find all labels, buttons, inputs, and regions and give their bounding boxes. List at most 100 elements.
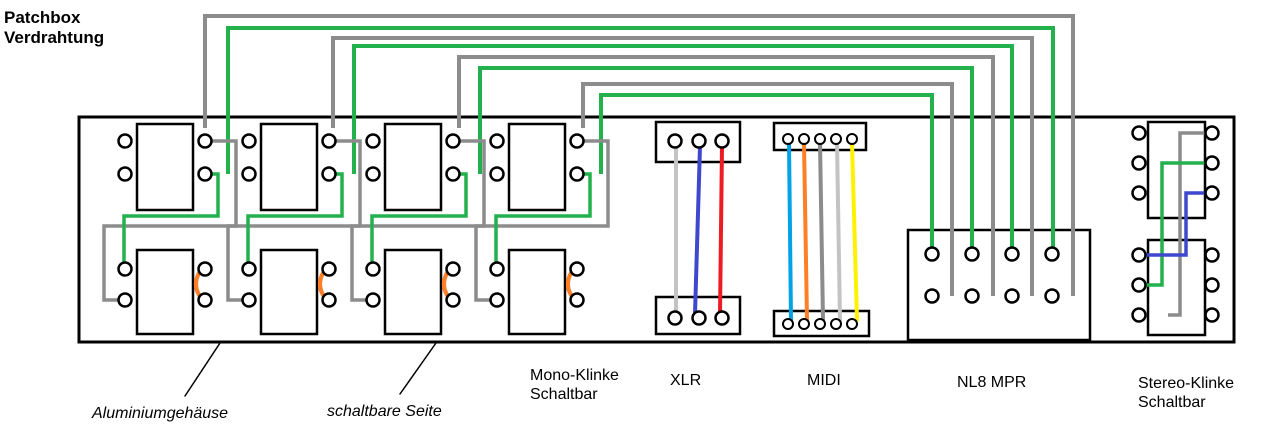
pointer-line-housing <box>184 342 221 397</box>
mono-jack-4-upper-pin-right-bottom <box>569 166 585 182</box>
wire-green-overhead-2 <box>352 44 1014 254</box>
wire-gray-jumper-2 <box>226 139 362 302</box>
midi-top-pin-3 <box>814 133 826 145</box>
mono-jack-3-lower-pin-right-top <box>445 261 461 277</box>
stereo-jack-lower-pin-right-1 <box>1204 247 1220 263</box>
pointer-line-switchable-side <box>399 342 437 395</box>
wire-gray-jumper-1 <box>102 139 238 302</box>
wire-gray-jumper-4 <box>474 139 610 302</box>
wire-green-jumper-3 <box>370 172 468 262</box>
wire-midi-light-blue <box>787 141 793 322</box>
stereo-jack-upper-pin-right-1 <box>1204 125 1220 141</box>
pointer-lines-group <box>184 342 437 397</box>
mono-jack-3-upper-body <box>383 122 443 212</box>
xlr-connector-bottom <box>654 295 742 336</box>
annotation-housing: Aluminiumgehäuse <box>92 405 229 422</box>
stereo-jack-upper-body <box>1146 120 1207 220</box>
pins-group <box>117 125 1220 330</box>
nl8-pin-bottom-4 <box>1044 288 1060 304</box>
label-stereo-jack-line-2: Schaltbar <box>1138 394 1206 411</box>
wires-group <box>102 14 1207 322</box>
mono-jack-1-lower-pin-right-bottom <box>197 292 213 308</box>
mono-jack-4-upper-pin-left-bottom <box>489 166 505 182</box>
mono-jack-3-lower-pin-left-bottom <box>365 292 381 308</box>
wire-green-overhead-4 <box>599 93 934 254</box>
mono-jack-1-lower-body <box>135 248 195 336</box>
stereo-jack-upper-pin-right-2 <box>1204 155 1220 171</box>
annotation-switchable-side: schaltbare Seite <box>327 403 442 420</box>
mono-jack-2-lower-pin-left-top <box>241 261 257 277</box>
midi-bottom-pin-3 <box>814 318 826 330</box>
midi-top-pin-1 <box>782 133 794 145</box>
mono-jack-4-upper-pin-right-top <box>569 133 585 149</box>
mono-jack-1-upper-pin-left-bottom <box>117 166 133 182</box>
midi-top-pin-5 <box>846 133 858 145</box>
components-group <box>135 120 1207 342</box>
wire-xlr-blue <box>693 144 702 316</box>
wire-gray-overhead-2 <box>331 36 1034 296</box>
mono-jack-2-upper-body <box>259 122 319 212</box>
wire-stereo-blue <box>1143 191 1207 257</box>
xlr-bottom-pin-2 <box>691 310 707 326</box>
stereo-jack-lower-pin-left-3 <box>1131 307 1147 323</box>
nl8-pin-top-4 <box>1044 246 1060 262</box>
label-nl8: NL8 MPR <box>957 374 1027 391</box>
xlr-bottom-pin-1 <box>667 310 683 326</box>
stereo-jack-upper-pin-left-2 <box>1131 155 1147 171</box>
wire-xlr-red <box>718 144 724 316</box>
wire-green-jumper-2 <box>246 172 344 262</box>
mono-jack-3-upper-pin-right-bottom <box>445 166 461 182</box>
mono-jack-2-upper-pin-left-top <box>241 133 257 149</box>
xlr-top-pin-1 <box>667 133 683 149</box>
midi-top-pin-4 <box>830 133 842 145</box>
label-stereo-jack-line-1: Stereo-Klinke <box>1138 375 1235 392</box>
wire-stereo-gray <box>1168 131 1207 317</box>
wire-stereo-green <box>1143 161 1207 287</box>
label-xlr: XLR <box>670 372 702 389</box>
stereo-jack-lower-pin-left-1 <box>1131 247 1147 263</box>
mono-jack-1-lower-pin-left-bottom <box>117 292 133 308</box>
stereo-jack-upper-pin-left-3 <box>1131 185 1147 201</box>
aluminium-housing <box>77 115 1236 344</box>
mono-jack-3-upper-pin-left-top <box>365 133 381 149</box>
midi-bottom-pin-4 <box>830 318 842 330</box>
mono-jack-2-upper-pin-right-bottom <box>321 166 337 182</box>
nl8-pin-bottom-2 <box>964 288 980 304</box>
wire-midi-yellow <box>850 141 859 322</box>
xlr-top-pin-2 <box>691 133 707 149</box>
mono-jack-2-upper-pin-left-bottom <box>241 166 257 182</box>
nl8-connector-body <box>906 228 1092 342</box>
wire-midi-gray <box>818 141 825 322</box>
label-mono-jack-line-2: Schaltbar <box>530 386 598 403</box>
mono-jack-1-upper-pin-right-bottom <box>197 166 213 182</box>
label-stereo-jack: Stereo-Klinke Schaltbar <box>1138 374 1234 412</box>
wire-gray-overhead-1 <box>203 14 1075 296</box>
xlr-top-pin-3 <box>714 133 730 149</box>
mono-jack-4-lower-pin-left-top <box>489 261 505 277</box>
wire-green-jumper-1 <box>122 172 220 262</box>
stereo-jack-lower-pin-right-2 <box>1204 277 1220 293</box>
mono-jack-1-upper-pin-left-top <box>117 133 133 149</box>
midi-top-pin-2 <box>798 133 810 145</box>
mono-jack-4-lower-body <box>507 248 567 336</box>
mono-jack-4-lower-pin-right-bottom <box>569 292 585 308</box>
wire-green-jumper-4 <box>494 172 592 262</box>
mono-jack-4-lower-pin-left-bottom <box>489 292 505 308</box>
mono-jack-1-upper-body <box>135 122 195 212</box>
xlr-bottom-pin-3 <box>714 310 730 326</box>
nl8-pin-top-3 <box>1004 246 1020 262</box>
title-line-1: Patchbox <box>4 8 81 27</box>
mono-jack-2-upper-pin-right-top <box>321 133 337 149</box>
mono-jack-3-lower-body <box>383 248 443 336</box>
midi-bottom-pin-5 <box>846 318 858 330</box>
mono-jack-4-lower-pin-right-top <box>569 261 585 277</box>
mono-jack-4-upper-body <box>507 122 567 212</box>
mono-jack-3-lower-pin-left-top <box>365 261 381 277</box>
label-mono-jack-line-1: Mono-Klinke <box>530 367 619 384</box>
mono-jack-3-upper-pin-right-top <box>445 133 461 149</box>
mono-jack-3-upper-pin-left-bottom <box>365 166 381 182</box>
title-line-2: Verdrahtung <box>4 28 105 47</box>
wire-gray-overhead-4 <box>581 82 954 296</box>
wire-gray-overhead-3 <box>457 55 995 296</box>
